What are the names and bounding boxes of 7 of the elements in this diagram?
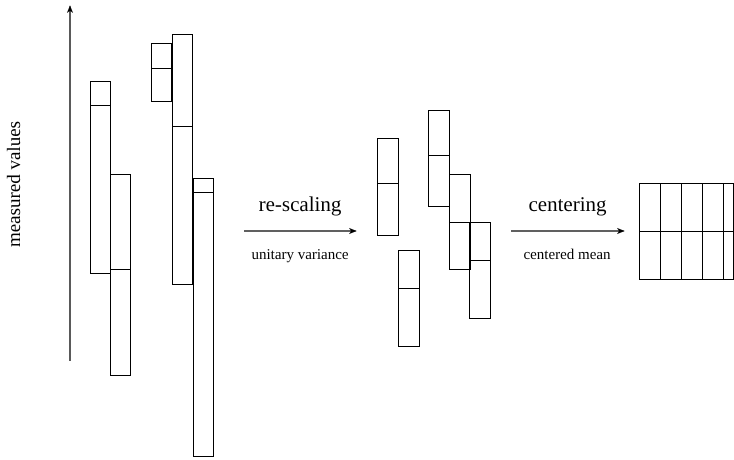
edge-note: centered mean: [522, 246, 612, 265]
edge-note: unitary variance: [250, 246, 350, 265]
arrow: [244, 228, 357, 234]
edge-label: centering: [527, 192, 608, 217]
edge-label: re-scaling: [258, 192, 342, 217]
axis-label: measured values: [4, 120, 26, 250]
arrow: [511, 228, 625, 234]
